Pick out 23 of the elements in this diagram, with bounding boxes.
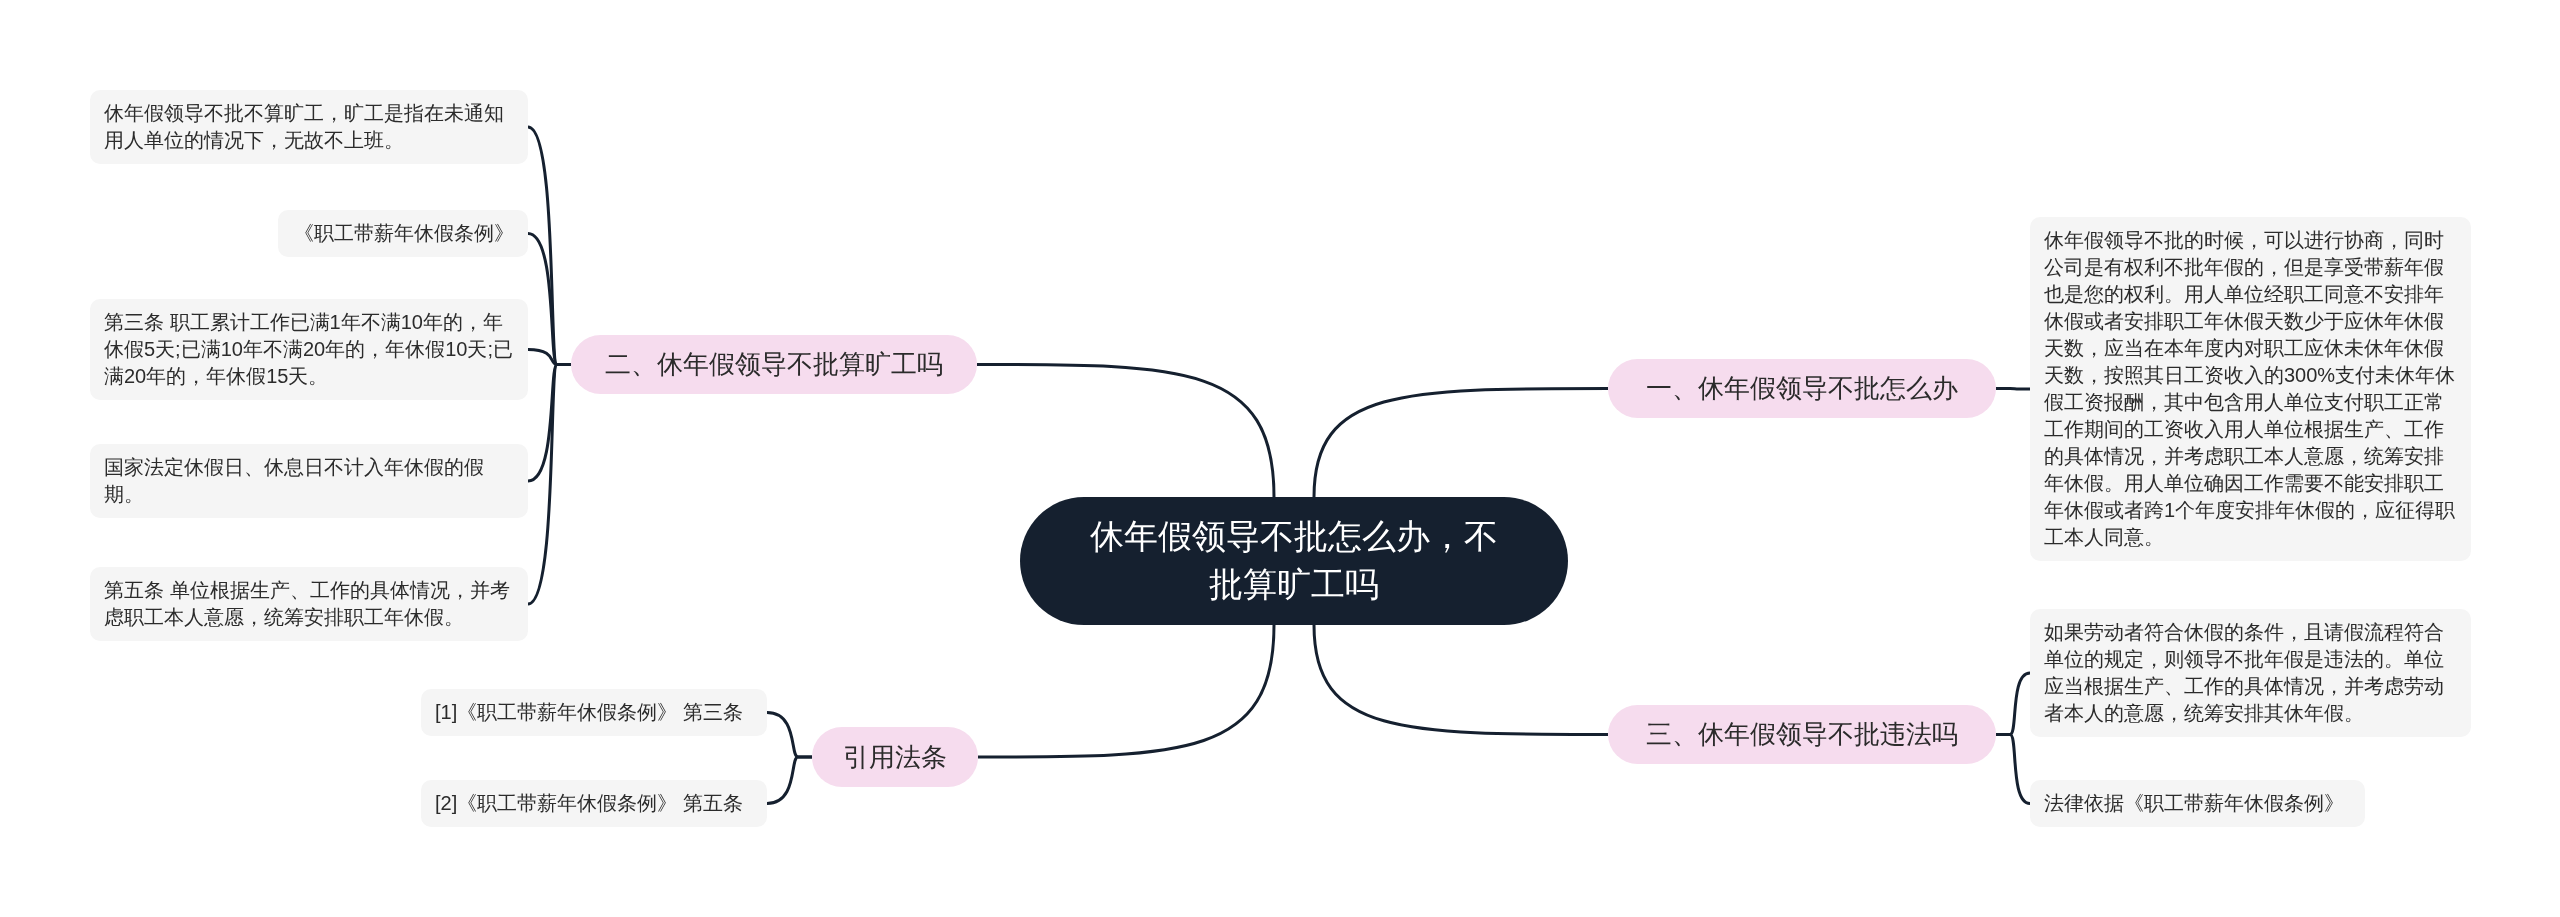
note-box: 休年假领导不批不算旷工，旷工是指在未通知用人单位的情况下，无故不上班。 <box>90 90 528 164</box>
note-box: 休年假领导不批的时候，可以进行协商，同时公司是有权利不批年假的，但是享受带薪年假也是您的权利。用人单位经职工同意不安排年休假或者安排职工年休假天数少于应休年休假天数，应当在本年度内对职工应休未休年休假天数，按照其日工资收入的300%支付未休年休假工资报酬，其中包含用人单位支付职工正常工作期间的工资收入用人单位根据生产、工作的具体情况，并考虑职工本人意愿，统筹安排年休假。用人单位确因工作需要不能安排职工年休假或者跨1个年度安排年休假的，应征得职工本人同意。 <box>2030 217 2471 561</box>
note-box: 国家法定休假日、休息日不计入年休假的假期。 <box>90 444 528 518</box>
connector-line <box>1312 387 1608 498</box>
topic-pill: 引用法条 <box>812 727 978 787</box>
connector-line <box>1996 733 2031 805</box>
note-box: 法律依据《职工带薪年休假条例》 <box>2030 780 2365 827</box>
topic-pill: 二、休年假领导不批算旷工吗 <box>571 335 977 394</box>
connector-line <box>978 624 1276 759</box>
central-topic: 休年假领导不批怎么办，不批算旷工吗 <box>1020 497 1568 625</box>
note-box: [1]《职工带薪年休假条例》 第三条 <box>421 689 767 736</box>
topic-pill: 三、休年假领导不批违法吗 <box>1608 705 1996 764</box>
note-box: 第五条 单位根据生产、工作的具体情况，并考虑职工本人意愿，统筹安排职工年休假。 <box>90 567 528 641</box>
note-box: 如果劳动者符合休假的条件，且请假流程符合单位的规定，则领导不批年假是违法的。单位应当根据生产、工作的具体情况，并考虑劳动者本人的意愿，统筹安排其休年假。 <box>2030 609 2471 737</box>
note-box: 《职工带薪年休假条例》 <box>278 210 528 257</box>
connector-line <box>977 363 1276 498</box>
note-box: 第三条 职工累计工作已满1年不满10年的，年休假5天;已满10年不满20年的，年休假10天;已满20年的，年休假15天。 <box>90 299 528 400</box>
connector-line <box>1312 624 1608 736</box>
connector-line <box>766 755 812 805</box>
note-box: [2]《职工带薪年休假条例》 第五条 <box>421 780 767 827</box>
connector-line <box>1996 387 2030 391</box>
connector-line <box>527 363 571 606</box>
topic-pill: 一、休年假领导不批怎么办 <box>1608 359 1996 418</box>
